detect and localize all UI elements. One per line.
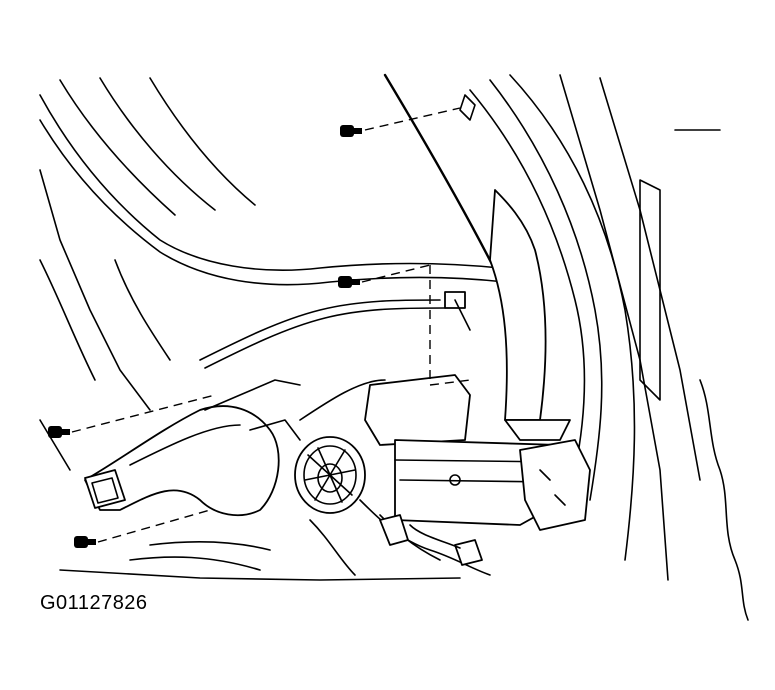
bolt-icon (338, 276, 360, 288)
bolt-icon (340, 125, 362, 137)
floor-edge (59, 569, 461, 581)
leader-line-left-upper (71, 394, 216, 433)
leader-line-upper-mid (361, 264, 431, 283)
rear-pillar (383, 73, 749, 621)
pillar-trim (489, 189, 571, 441)
wiring-harness (199, 291, 491, 576)
blower-housing (364, 374, 591, 531)
leader-line-left-lower (97, 509, 211, 543)
air-duct-icon (84, 379, 301, 517)
leader-line-top (364, 107, 461, 131)
lower-connectors (129, 514, 483, 571)
blower-fan-icon (294, 436, 366, 514)
leader-line-vertical-end (429, 379, 471, 386)
figure-id-code: G01127826 (40, 592, 148, 614)
bolt-icon (74, 536, 96, 548)
body-panel-lines (39, 77, 506, 471)
bolt-icon (48, 426, 70, 438)
